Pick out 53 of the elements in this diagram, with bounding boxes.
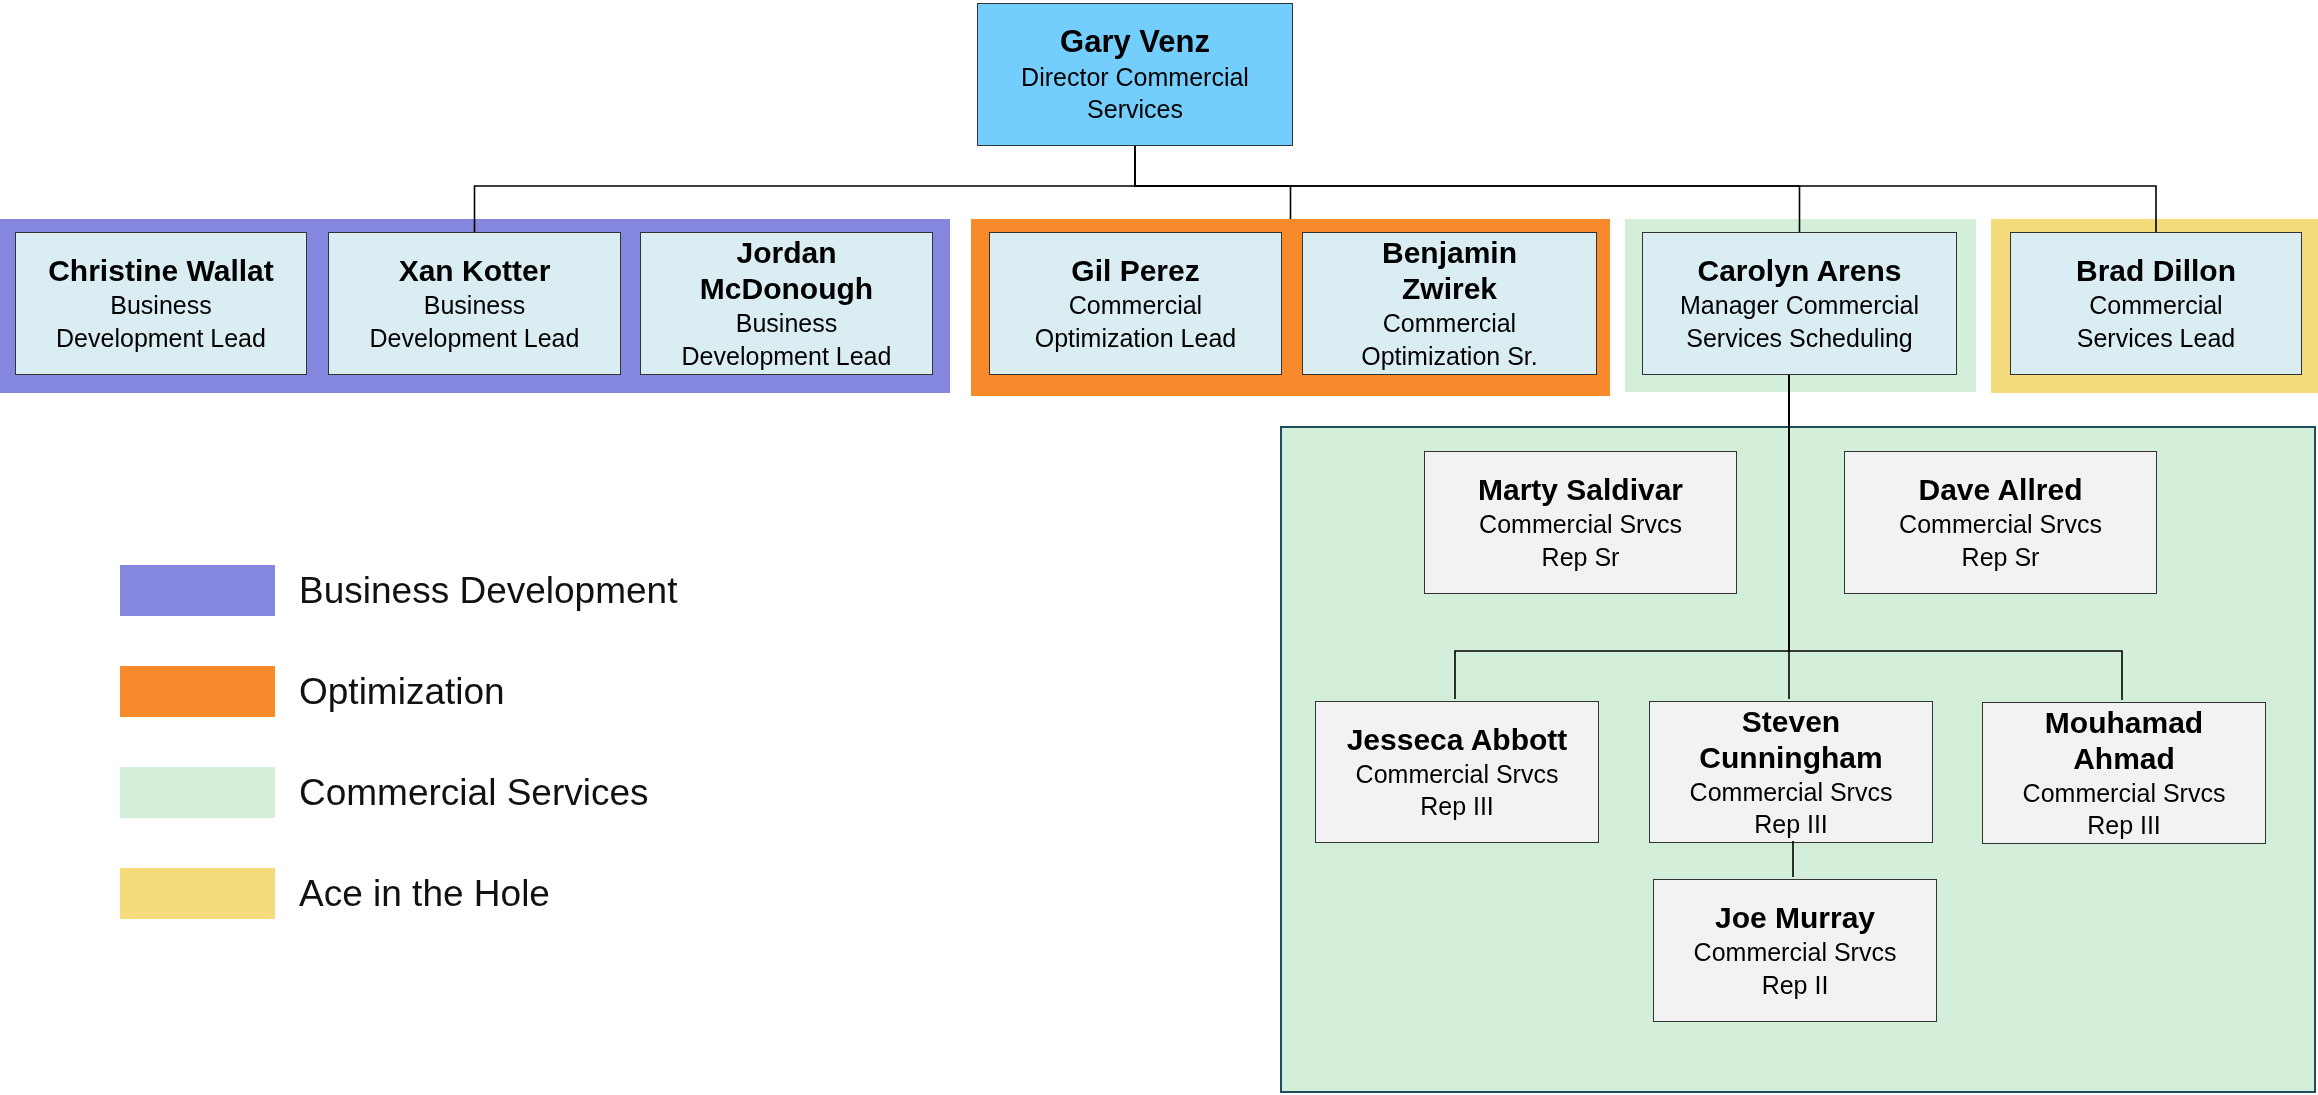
job-title: Commercial Srvcs Rep III [1688, 776, 1894, 840]
director-box [977, 3, 1293, 146]
group-band [1625, 219, 1976, 392]
person-name: Joe Murray [1714, 900, 1876, 936]
team-panel [1280, 426, 2316, 1093]
person-box [15, 232, 307, 375]
job-title: Business Development Lead [368, 290, 581, 354]
person-box [1982, 702, 2266, 844]
person-box [640, 232, 933, 375]
person-name: Dave Allred [1918, 472, 2083, 508]
person-name: Mouhamad Ahmad [2043, 704, 2205, 777]
job-title: Manager Commercial Services Scheduling [1679, 290, 1920, 354]
person-name: Benjamin Zwirek [1381, 235, 1518, 307]
job-title: Business Development Lead [55, 290, 267, 354]
legend-label: Business Development [299, 569, 678, 612]
job-title: Commercial Srvcs Rep Sr [1898, 509, 2103, 573]
person-name: Christine Wallat [48, 253, 274, 289]
person-box [1844, 451, 2157, 594]
person-name: Steven Cunningham [1698, 703, 1884, 776]
connector-line [1792, 840, 1794, 878]
person-name: Brad Dillon [2076, 253, 2236, 289]
legend-label: Ace in the Hole [299, 872, 550, 915]
job-title: Commercial Srvcs Rep II [1692, 937, 1898, 1001]
person-box [1424, 451, 1737, 594]
person-box [1642, 232, 1957, 375]
connector-line [1788, 374, 2123, 701]
group-band [1991, 219, 2318, 393]
job-title: Business Development Lead [680, 308, 893, 372]
job-title: Commercial Srvcs Rep III [2021, 777, 2227, 841]
job-title: Commercial Optimization Lead [1033, 290, 1238, 354]
person-box [328, 232, 621, 375]
job-title: Commercial Services Lead [2075, 290, 2237, 354]
person-name: Gil Perez [1071, 253, 1200, 289]
legend-label: Optimization [299, 670, 505, 713]
group-band [971, 219, 1610, 396]
person-name: Jordan McDonough [698, 235, 875, 307]
group-band [0, 219, 950, 393]
person-box [1653, 879, 1937, 1022]
job-title: Director Commercial Services [1020, 61, 1250, 126]
person-box [989, 232, 1282, 375]
person-name: Xan Kotter [398, 253, 551, 289]
person-name: Jesseca Abbott [1346, 721, 1568, 758]
person-box [1649, 701, 1933, 843]
person-box [1302, 232, 1597, 375]
job-title: Commercial Optimization Sr. [1360, 308, 1539, 372]
person-box [1315, 701, 1599, 843]
job-title: Commercial Srvcs Rep Sr [1478, 509, 1683, 573]
legend-label: Commercial Services [299, 771, 649, 814]
job-title: Commercial Srvcs Rep III [1354, 758, 1560, 822]
person-name: Carolyn Arens [1697, 253, 1902, 289]
person-name: Marty Saldivar [1477, 472, 1684, 508]
person-name: Gary Venz [1060, 23, 1210, 61]
person-box [2010, 232, 2302, 375]
